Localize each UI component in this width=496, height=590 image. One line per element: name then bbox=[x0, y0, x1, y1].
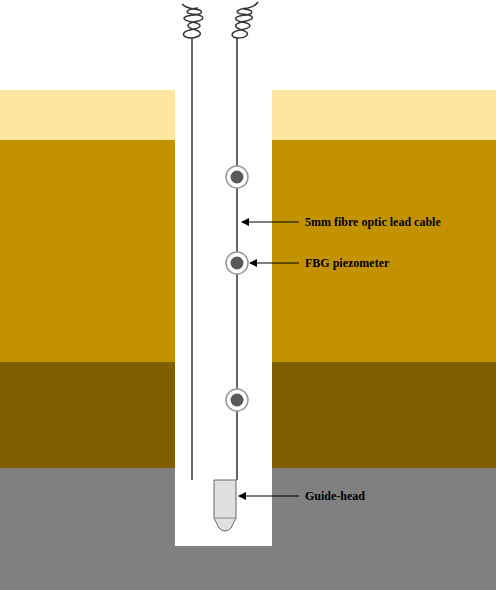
fbg-piezometer bbox=[226, 166, 248, 411]
guide-head bbox=[214, 518, 236, 519]
guide-head bbox=[214, 480, 236, 531]
borehole bbox=[175, 88, 272, 546]
callout-label: FBG piezometer bbox=[305, 256, 389, 270]
fibre-cable bbox=[182, 2, 258, 480]
callout-label: Guide-head bbox=[305, 489, 365, 503]
callout-label: 5mm fibre optic lead cable bbox=[305, 215, 441, 229]
leader-arrow bbox=[239, 222, 299, 496]
